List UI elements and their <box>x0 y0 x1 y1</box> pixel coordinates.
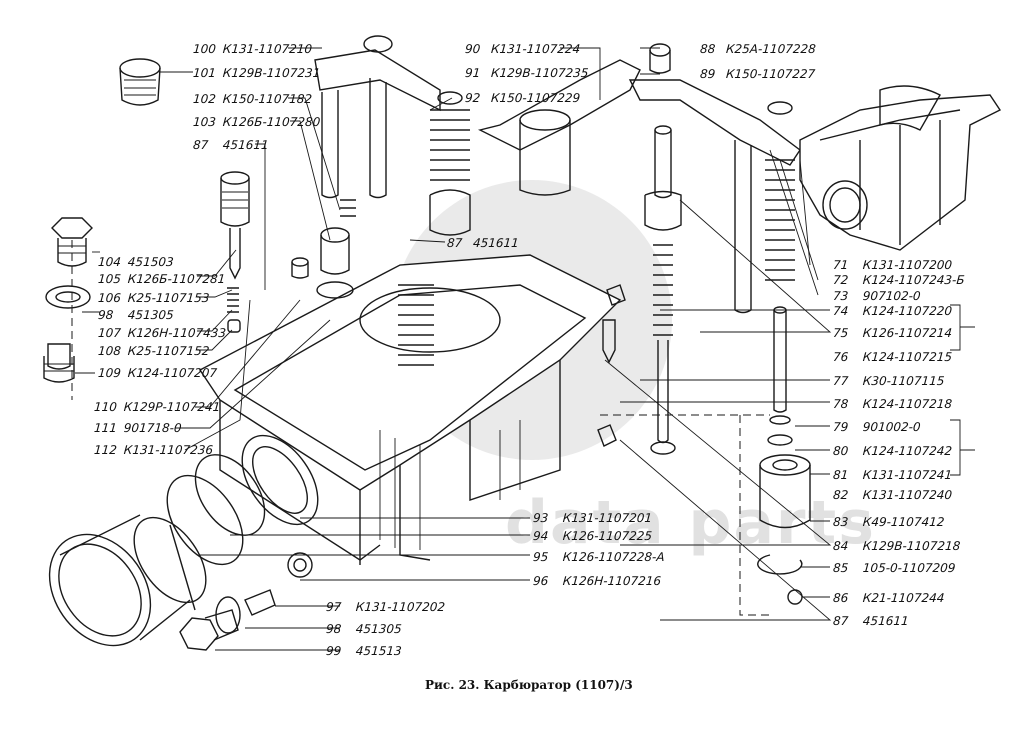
callout-102: 102 К150-1107182 <box>192 92 313 106</box>
needle-84 <box>597 284 626 447</box>
callout-98-a: 98 451305 <box>97 308 175 322</box>
piston-column <box>644 125 682 455</box>
callout-80: 80 К124-1107242 <box>832 444 953 458</box>
spring-91 <box>429 91 471 236</box>
callout-109: 109 К124-1107207 <box>97 366 218 380</box>
callout-97: 97 К131-1107202 <box>325 600 446 614</box>
small-parts-left <box>291 199 356 299</box>
callout-77: 77 К30-1107115 <box>832 374 945 388</box>
callout-83: 83 К49-1107412 <box>832 515 945 529</box>
plug-109 <box>43 343 75 383</box>
jet-105 <box>220 171 250 280</box>
lever-90 <box>477 59 641 196</box>
callout-105: 105 К126Б-1107281 <box>97 272 226 286</box>
callout-104: 104 451503 <box>97 255 175 269</box>
callout-79: 79 901002-0 <box>832 420 922 434</box>
callout-107: 107 К126Н-1107433 <box>97 326 227 340</box>
callout-103: 103 К126Б-1107280 <box>192 115 321 129</box>
figure-caption: Рис. 23. Карбюратор (1107)/3 <box>425 678 633 692</box>
callout-100: 100 К131-1107210 <box>192 42 313 56</box>
callout-111: 111 901718-0 <box>93 421 183 435</box>
callout-75: 75 К126-1107214 <box>832 326 953 340</box>
cylinder-83 <box>759 454 811 529</box>
callout-110: 110 К129Р-1107241 <box>93 400 221 414</box>
inlet-nut <box>48 434 319 647</box>
callout-101: 101 К129В-1107231 <box>192 66 321 80</box>
callout-72: 72 К124-1107243-Б <box>832 273 966 287</box>
washer-98 <box>45 285 91 309</box>
callout-95: 95 К126-1107228-А <box>532 550 666 564</box>
spring-body <box>398 284 434 366</box>
spring-107 <box>227 287 241 333</box>
callout-106: 106 К25-1107153 <box>97 291 210 305</box>
callout-81: 81 К131-1107241 <box>832 468 953 482</box>
cover-arm-100 <box>314 35 441 199</box>
callout-82: 82 К131-1107240 <box>832 488 953 502</box>
callout-93: 93 К131-1107201 <box>532 511 653 525</box>
callout-96: 96 К126Н-1107216 <box>532 574 662 588</box>
callout-87-a: 87 451611 <box>192 138 270 152</box>
callout-87-c: 87 451611 <box>832 614 910 628</box>
float-chamber-71 <box>799 85 1002 251</box>
leader-lines <box>75 47 975 651</box>
callout-74: 74 К124-1107220 <box>832 304 953 318</box>
callout-112: 112 К131-1107236 <box>93 443 214 457</box>
callout-108: 108 К25-1107152 <box>97 344 210 358</box>
callout-76: 76 К124-1107215 <box>832 350 953 364</box>
callout-71: 71 К131-1107200 <box>832 258 953 272</box>
callout-85: 85 105-0-1107209 <box>832 561 956 575</box>
callout-78: 78 К124-1107218 <box>832 397 953 411</box>
callout-94: 94 К126-1107225 <box>532 529 653 543</box>
callout-84: 84 К129В-1107218 <box>832 539 961 553</box>
callout-98-b: 98 451305 <box>325 622 403 636</box>
spring-73 <box>765 101 795 446</box>
callout-73: 73 907102-0 <box>832 289 922 303</box>
callout-99: 99 451513 <box>325 644 403 658</box>
plug-101 <box>119 58 161 106</box>
bolt-99 <box>179 589 276 651</box>
circlip-85 <box>757 554 803 605</box>
callout-86: 86 К21-1107244 <box>832 591 945 605</box>
